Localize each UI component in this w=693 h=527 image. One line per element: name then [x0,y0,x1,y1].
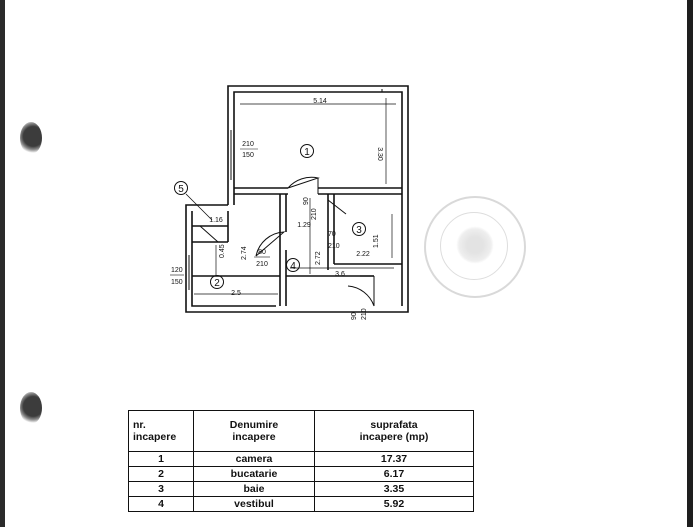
stamp-core [456,226,494,264]
dim-116: 1.16 [209,217,223,224]
dim-25: 2.5 [231,290,241,297]
dim-door1-a: 90 [303,197,310,205]
stamp-inner-ring [440,212,508,280]
dim-129: 1.29 [297,222,311,229]
table-header-row: nr. incapere Denumire incapere suprafata… [128,410,474,452]
row-area: 5.92 [314,496,474,512]
punch-hole-top [20,122,42,154]
row-nr: 4 [128,496,194,512]
header-area-label: suprafata incapere (mp) [359,419,429,443]
room-number-3: 3 [356,225,362,236]
header-name-label: Denumire incapere [229,419,279,443]
punch-hole-bottom [20,392,42,424]
room-number-1: 1 [304,147,310,158]
row-nr: 3 [128,481,194,497]
row-area: 6.17 [314,466,474,482]
dim-door-entry-a: 90 [351,312,358,320]
row-nr: 2 [128,466,194,482]
header-nr: nr. incapere [128,410,194,452]
table-row: 1 camera 17.37 [128,451,474,467]
dim-274: 2.74 [241,246,248,260]
dim-top-width: 5.14 [313,98,327,105]
floor-plan: 1 2 3 4 5 5.14 3.30 210 150 90 210 1.29 … [170,85,409,320]
room-number-2: 2 [214,278,220,289]
dim-door-kitchen-b: 210 [256,261,268,268]
dim-window-kitchen-top: 120 [171,267,183,274]
dim-222: 2.22 [356,251,370,258]
dim-door1-b: 210 [311,208,318,220]
table-row: 2 bucatarie 6.17 [128,466,474,482]
room-area-table: nr. incapere Denumire incapere suprafata… [128,410,474,512]
header-nr-label: nr. incapere [133,419,177,443]
row-area: 3.35 [314,481,474,497]
row-area: 17.37 [314,451,474,467]
room-number-4: 4 [290,261,296,272]
dim-door-entry-b: 210 [361,308,368,320]
row-name: bucatarie [193,466,315,482]
room-number-5: 5 [178,184,184,195]
scan-edge-right [687,0,693,527]
row-name: baie [193,481,315,497]
dim-right-height: 3.30 [376,147,383,161]
stamp-seal [424,196,526,298]
dim-door-bath-a: 70 [328,231,336,238]
dim-window-kitchen-bottom: 150 [171,279,183,286]
dim-045: 0.45 [219,244,226,258]
table-row: 4 vestibul 5.92 [128,496,474,512]
dim-window-bottom: 150 [242,152,254,159]
table-row: 3 baie 3.35 [128,481,474,497]
header-area: suprafata incapere (mp) [314,410,474,452]
row-name: camera [193,451,315,467]
dim-272: 2.72 [315,251,322,265]
dim-window-top: 210 [242,141,254,148]
row-nr: 1 [128,451,194,467]
dim-151: 1.51 [373,234,380,248]
scan-edge-left [0,0,5,527]
row-name: vestibul [193,496,315,512]
dim-36: 3.6 [335,271,345,278]
header-name: Denumire incapere [193,410,315,452]
dim-door-bath-b: 210 [328,243,340,250]
dim-door-kitchen-a: 80 [258,249,266,256]
